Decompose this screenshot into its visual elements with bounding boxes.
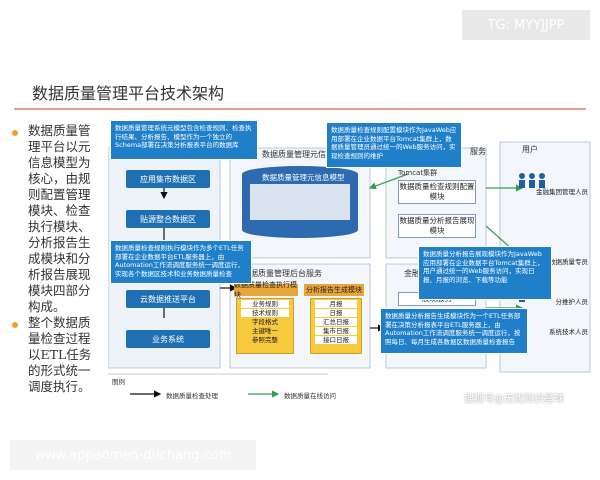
user-role-maintainer: 分推护人员 [555, 298, 589, 306]
bullet-2: 整个数据质量检查过程以ETL任务的形式统一调度执行。 [28, 315, 92, 394]
user-role-tech: 系统技术人员 [549, 328, 588, 336]
title-divider [14, 108, 586, 110]
web-zone-label: 服务 [470, 147, 486, 156]
backend-zone-label: 数据质量管理后台服务 [242, 269, 322, 278]
tech-rules-label: 技术规则 [241, 309, 289, 317]
person-icon-body [529, 180, 535, 188]
system-business: 业务系统 [126, 330, 210, 348]
person-icon-body [539, 180, 545, 188]
system-cloud-push: 云数据推送平台 [126, 290, 210, 308]
callout-exec-module: 数据质量检查规则执行模块作为多个ETL任务部署在企业数据平台ETL服务器上，由A… [110, 240, 252, 284]
callout-report-display: 数据质量分析报告展现模块作为JavaWeb应用部署在企业数据平台Tomcat集群… [418, 246, 552, 300]
watermark-top: TG: MYYJJPP [462, 10, 590, 40]
person-icon [529, 173, 535, 179]
model-grid [250, 184, 350, 220]
access-arrow [368, 173, 409, 190]
rules-stack: 业务规则 技术规则 字段格式 主键唯一 参照完整 [236, 298, 294, 354]
monthly-label: 月报 [315, 300, 357, 308]
page-title: 数据质量管理平台技术架构 [32, 84, 225, 103]
report-display-module: 数据质量分析报告展现模块 [398, 214, 476, 238]
finance-zone-label: 金融 [404, 269, 420, 278]
business-rules-label: 业务规则 [241, 300, 289, 308]
bullet-marker [12, 130, 18, 136]
user-role-finance: 金融集团管理人员 [536, 188, 588, 196]
rule-item: 主键唯一 [241, 327, 289, 335]
user-list: 金融集团管理人员 数据质量专员 分推护人员 系统技术人员 [504, 168, 588, 368]
callout-meta-model: 数据质量管理系统元模型包含检查规则、检查执行结果、分析报告、模型作为一个独立的S… [110, 120, 258, 160]
meta-zone-label: 数据质量管理元信息 [262, 150, 334, 159]
rule-item: 参照完整 [241, 336, 289, 344]
bullet-marker [12, 322, 18, 328]
system-source-integration: 贴源整合数据区 [126, 210, 210, 228]
meta-model-label: 数据质量管理元信息模型 [262, 173, 345, 182]
exec-module-tag: 数据质量检查执行模块 [234, 281, 298, 299]
person-icon [539, 173, 545, 179]
system-app-mart: 应用集市数据区 [126, 170, 210, 188]
tomcat-label: Tomcat集群 [398, 169, 438, 177]
report-item: 集市日报 [315, 327, 357, 335]
legend-access: 数据质量在线访问 [284, 392, 336, 400]
bullet-1: 数据质量管理平台以元信息模型为核心，由规则配置管理模块、检查执行模块、分析报告生… [28, 123, 91, 314]
legend-process: 数据质量检查处理 [166, 392, 218, 400]
brand-watermark: 搜狐号@无忧知识星球 [464, 394, 564, 405]
legend-title: 图例 [112, 378, 125, 386]
db-cylinder-bottom [242, 222, 358, 238]
person-icon [519, 173, 525, 179]
rule-config-module: 数据质量检查规则配置模块 [398, 180, 476, 204]
callout-report-gen: 数据质量分析报告生成模块作为一个ETL任务部署在决策分析报表平台ETL服务器上，… [380, 308, 528, 354]
user-zone-label: 用户 [522, 145, 538, 154]
report-item: 接口日报 [315, 336, 357, 344]
reports-stack: 月报 日报 汇总日报 集市日报 接口日报 [310, 298, 362, 354]
user-role-quality: 数据质量专员 [549, 258, 588, 266]
rule-item: 字段格式 [241, 318, 289, 326]
callout-rule-config: 数据质量检查规则配置模块作为JavaWeb应用部署在企业数据平台Tomcat集群… [326, 122, 462, 168]
report-gen-tag: 分析报告生成模块 [304, 284, 364, 296]
watermark-bottom: www.appaomen-duchang.com [10, 440, 256, 470]
person-icon-body [519, 180, 525, 188]
daily-label: 日报 [315, 309, 357, 317]
report-item: 汇总日报 [315, 318, 357, 326]
